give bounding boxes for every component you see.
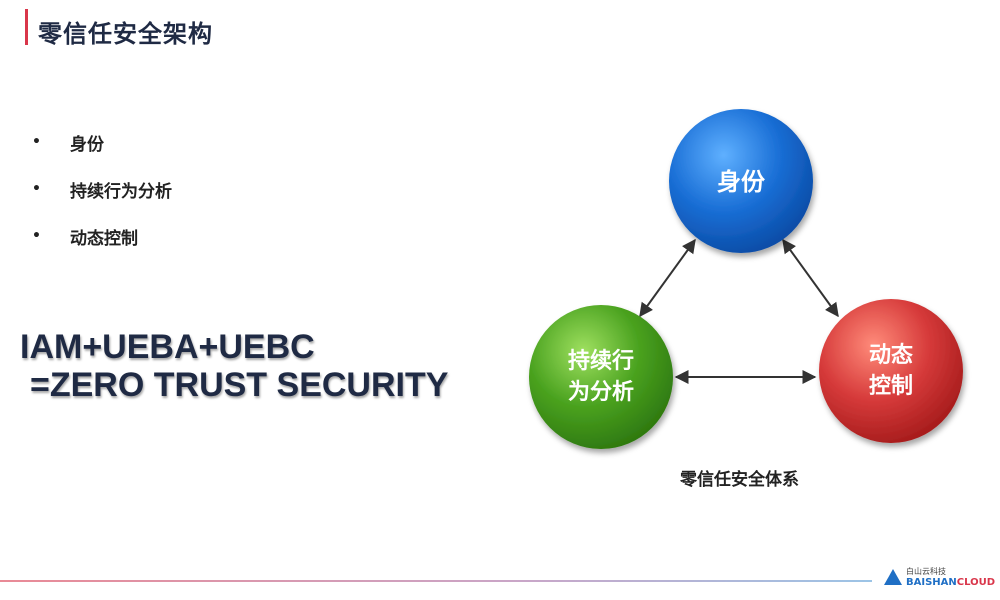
- node-behavior: 持续行 为分析: [529, 305, 673, 449]
- diagram-caption: 零信任安全体系: [680, 470, 799, 490]
- node-identity-circle: [669, 109, 813, 253]
- logo-en-part-b: CLOUD: [956, 577, 996, 588]
- node-control-label-2: 控制: [869, 373, 913, 399]
- footer-divider: [0, 580, 872, 582]
- edge-identity-behavior: [639, 238, 696, 318]
- node-behavior-label-1: 持续行: [568, 348, 634, 374]
- bullet-dot: •: [32, 181, 41, 197]
- bullet-list: • 身份 • 持续行为分析 • 动态控制: [32, 130, 172, 271]
- node-behavior-circle: [529, 305, 673, 449]
- node-control-label-1: 动态: [869, 342, 913, 368]
- page-title: 零信任安全架构: [38, 20, 213, 48]
- bullet-item: • 持续行为分析: [32, 177, 172, 224]
- logo-cn-text: 白山云科技: [906, 567, 946, 576]
- formula-text: IAM+UEBA+UEBC =ZERO TRUST SECURITY: [20, 328, 448, 404]
- formula-line-1: IAM+UEBA+UEBC: [20, 328, 315, 366]
- bullet-item: • 身份: [32, 130, 172, 177]
- edge-identity-control: [782, 238, 839, 318]
- title-accent-bar: [25, 9, 28, 45]
- logo-en-text: BAISHANCLOUD: [906, 577, 995, 588]
- bullet-dot: •: [32, 228, 41, 244]
- logo-text: 白山云科技 BAISHANCLOUD: [906, 566, 995, 588]
- bullet-label: 持续行为分析: [70, 182, 172, 202]
- bullet-item: • 动态控制: [32, 224, 172, 271]
- logo-mark-icon: [884, 569, 902, 585]
- node-behavior-label-2: 为分析: [568, 380, 634, 405]
- bullet-dot: •: [32, 134, 41, 150]
- bullet-label: 动态控制: [70, 229, 138, 249]
- company-logo: 白山云科技 BAISHANCLOUD: [884, 566, 995, 588]
- node-control: 动态 控制: [819, 299, 963, 443]
- bullet-label: 身份: [70, 135, 104, 155]
- node-identity-label: 身份: [717, 168, 766, 196]
- node-identity: 身份: [669, 109, 813, 253]
- logo-en-part-a: BAISHAN: [906, 577, 957, 588]
- node-control-circle: [819, 299, 963, 443]
- formula-line-2: =ZERO TRUST SECURITY: [30, 366, 449, 404]
